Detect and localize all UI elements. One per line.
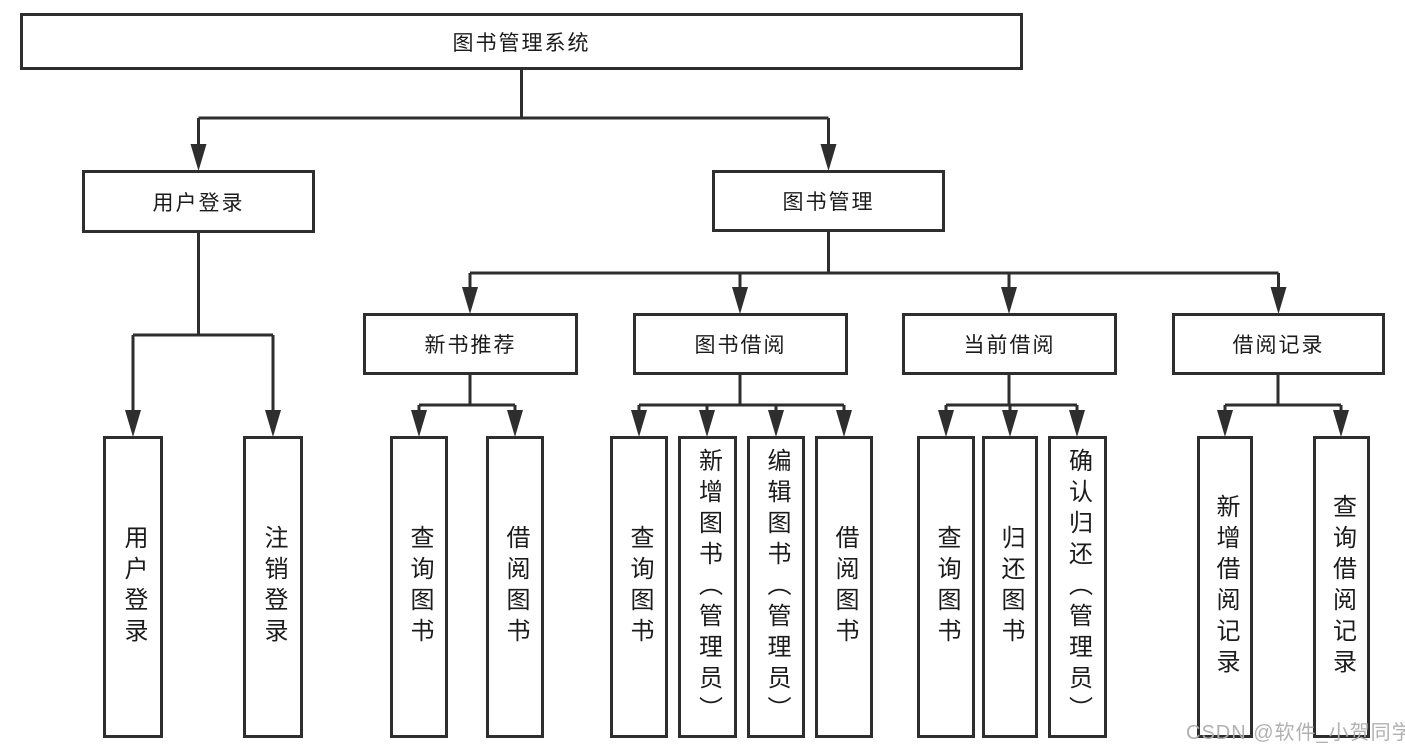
leaf-add-book-admin: 新增图书（管理员） [678,436,737,738]
leaf-borrow-book-borrowing: 借阅图书 [815,436,873,738]
leaf-query-book-borrowing: 查询图书 [610,436,668,738]
node-root-label: 图书管理系统 [452,31,591,55]
leaf-edit-book-admin: 编辑图书（管理员） [747,436,805,738]
leaf-query-book-recommend: 查询图书 [390,436,448,738]
leaf-return-book-label: 归还图书 [997,525,1024,649]
leaf-borrow-book-recommend: 借阅图书 [486,436,544,738]
leaf-query-book-current: 查询图书 [917,436,975,738]
node-user-login-label: 用户登录 [152,191,245,215]
node-current-borrowing: 当前借阅 [902,313,1117,375]
leaf-add-borrow-record: 新增借阅记录 [1197,436,1253,738]
leaf-borrow-book-recommend-label: 借阅图书 [502,525,529,649]
node-current-borrowing-label: 当前借阅 [963,334,1056,357]
leaf-query-book-current-label: 查询图书 [933,525,960,649]
node-book-management: 图书管理 [712,170,945,232]
leaf-user-login: 用户登录 [103,436,163,738]
leaf-add-book-admin-label: 新增图书（管理员） [694,447,722,727]
leaf-query-book-recommend-label: 查询图书 [406,525,433,649]
leaf-edit-book-admin-label: 编辑图书（管理员） [763,447,790,727]
leaf-query-borrow-record-label: 查询借阅记录 [1328,494,1356,680]
node-user-login: 用户登录 [82,170,315,233]
node-new-book-recommend: 新书推荐 [363,313,578,375]
leaf-user-login-label: 用户登录 [120,525,147,649]
leaf-logout: 注销登录 [243,436,303,738]
leaf-add-borrow-record-label: 新增借阅记录 [1212,494,1239,680]
leaf-confirm-return-admin: 确认归还（管理员） [1048,436,1107,738]
node-root-library-system: 图书管理系统 [20,13,1023,70]
node-borrow-records-label: 借阅记录 [1232,334,1325,357]
csdn-watermark: CSDN @软件_小贺同学 [1186,722,1405,744]
node-book-borrowing-label: 图书借阅 [694,334,787,357]
node-new-book-recommend-label: 新书推荐 [424,334,517,357]
leaf-confirm-return-admin-label: 确认归还（管理员） [1064,447,1092,727]
leaf-query-book-borrowing-label: 查询图书 [626,525,653,649]
node-book-management-label: 图书管理 [782,191,875,214]
node-book-borrowing: 图书借阅 [633,313,848,375]
leaf-query-borrow-record: 查询借阅记录 [1313,436,1370,738]
leaf-borrow-book-borrowing-label: 借阅图书 [831,525,858,649]
leaf-logout-label: 注销登录 [260,525,287,649]
leaf-return-book: 归还图书 [982,436,1038,738]
node-borrow-records: 借阅记录 [1172,313,1385,375]
